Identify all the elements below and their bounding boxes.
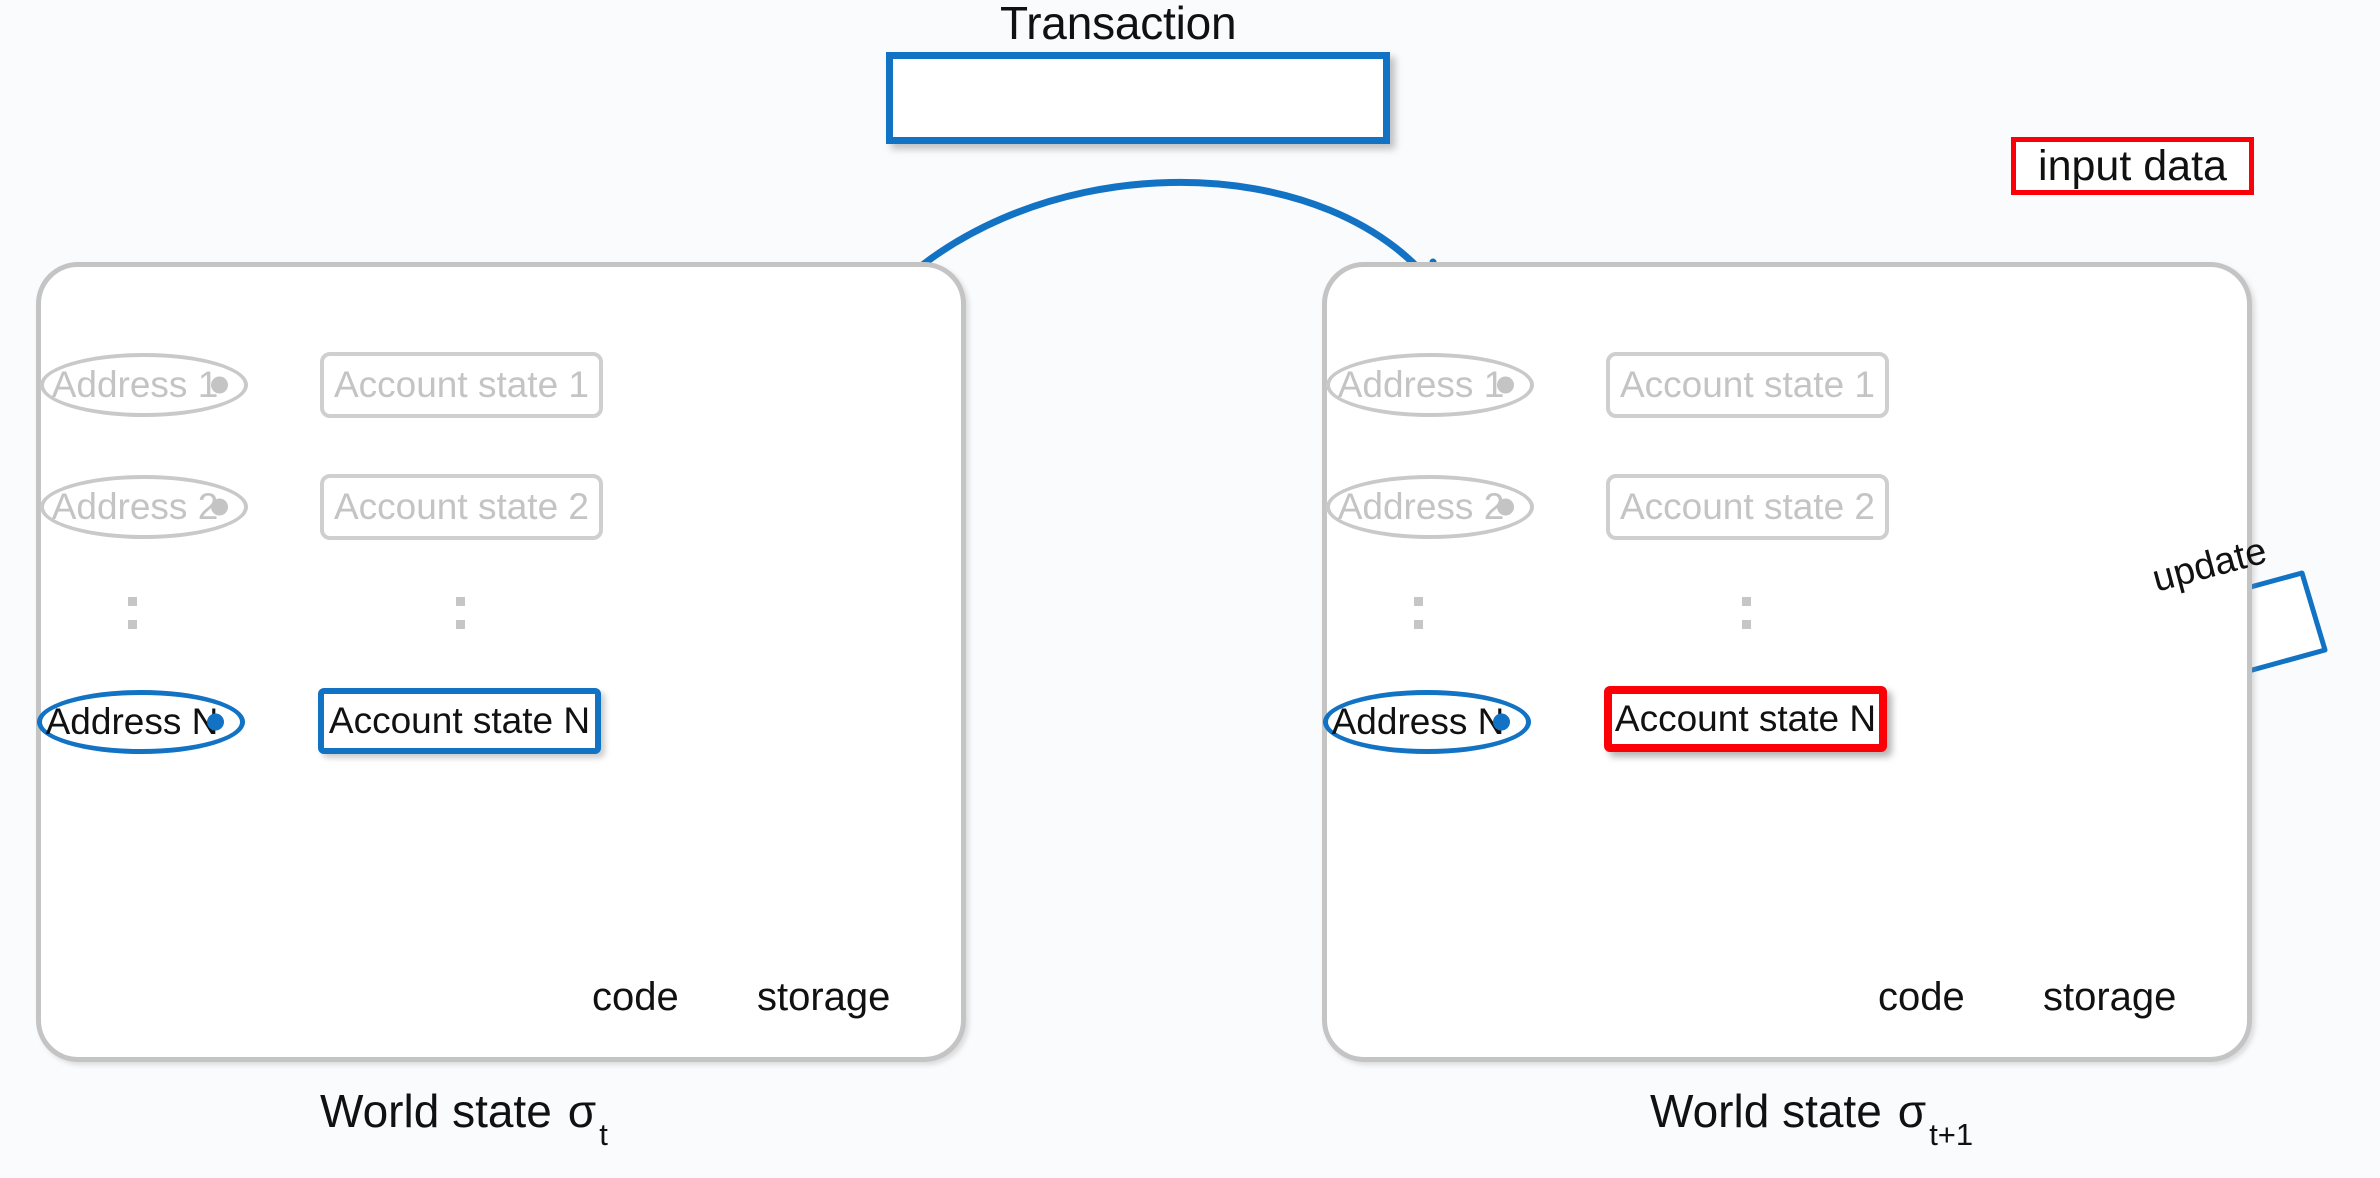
account-state-label: Account state 1 bbox=[333, 364, 590, 405]
world-state-caption-text: World state bbox=[320, 1085, 552, 1137]
sigma-subscript: t+1 bbox=[1929, 1117, 1974, 1153]
address-anchor-dot bbox=[1493, 713, 1510, 731]
sigma-symbol: σ bbox=[567, 1085, 597, 1137]
address-label: Address 2 bbox=[51, 486, 219, 527]
account-state-label: Account state N bbox=[1614, 698, 1877, 739]
transaction-title: Transaction bbox=[1000, 0, 1237, 49]
vertical-ellipsis-account-states bbox=[1742, 597, 1751, 643]
address-ellipse-2[interactable]: Address 2 bbox=[40, 475, 248, 539]
address-ellipse-2[interactable]: Address 2 bbox=[1326, 475, 1534, 539]
account-state-box-2[interactable]: Account state 2 bbox=[320, 474, 603, 540]
world-state-caption-left: World state σt bbox=[320, 1084, 608, 1152]
account-state-box-1[interactable]: Account state 1 bbox=[1606, 352, 1889, 418]
address-anchor-dot bbox=[211, 376, 228, 394]
world-state-caption-text: World state bbox=[1650, 1085, 1882, 1137]
address-ellipse-1[interactable]: Address 1 bbox=[40, 353, 248, 417]
vertical-ellipsis-addresses bbox=[128, 597, 137, 643]
account-state-label: Account state 2 bbox=[333, 486, 590, 527]
input-data-label: input data bbox=[2038, 141, 2227, 190]
address-label: Address 1 bbox=[1337, 364, 1505, 405]
account-state-box-1[interactable]: Account state 1 bbox=[320, 352, 603, 418]
address-label: Address 2 bbox=[1337, 486, 1505, 527]
sigma-symbol: σ bbox=[1897, 1085, 1927, 1137]
vertical-ellipsis-account-states bbox=[456, 597, 465, 643]
address-anchor-dot bbox=[207, 713, 224, 731]
transaction-box: input data bbox=[886, 52, 2254, 195]
address-ellipse-n[interactable]: Address N bbox=[37, 690, 245, 754]
account-state-label: Account state 2 bbox=[1619, 486, 1876, 527]
input-data-box: input data bbox=[2011, 137, 2254, 195]
account-state-label: Account state N bbox=[328, 700, 591, 741]
account-state-label: Account state 1 bbox=[1619, 364, 1876, 405]
address-label: Address N bbox=[1331, 701, 1505, 742]
address-ellipse-n[interactable]: Address N bbox=[1323, 690, 1531, 754]
address-label: Address 1 bbox=[51, 364, 219, 405]
address-anchor-dot bbox=[1497, 376, 1514, 394]
address-label: Address N bbox=[45, 701, 219, 742]
account-state-box-n[interactable]: Account state N bbox=[1604, 686, 1887, 752]
address-anchor-dot bbox=[1497, 498, 1514, 516]
address-ellipse-1[interactable]: Address 1 bbox=[1326, 353, 1534, 417]
vertical-ellipsis-addresses bbox=[1414, 597, 1423, 643]
storage-caption: storage bbox=[2043, 975, 2177, 1019]
account-state-box-n[interactable]: Account state N bbox=[318, 688, 601, 754]
world-state-caption-right: World state σt+1 bbox=[1650, 1084, 1973, 1152]
code-caption: code bbox=[592, 975, 679, 1019]
storage-caption: storage bbox=[757, 975, 891, 1019]
code-caption: code bbox=[1878, 975, 1965, 1019]
sigma-subscript: t bbox=[599, 1117, 608, 1153]
address-anchor-dot bbox=[211, 498, 228, 516]
account-state-box-2[interactable]: Account state 2 bbox=[1606, 474, 1889, 540]
